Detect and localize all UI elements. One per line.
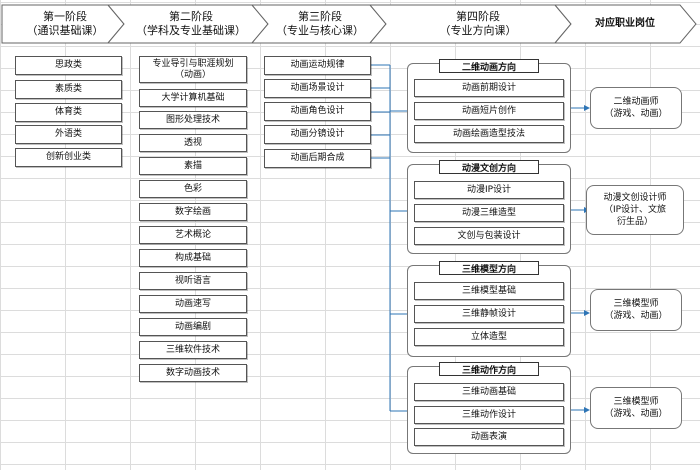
stage2-course: 大学计算机基础: [139, 89, 247, 107]
direction-course: 动画表演: [414, 428, 564, 446]
stage2-course: 专业导引与职涯规划 （动画）: [139, 56, 247, 83]
career-box: 三维模型师 （游戏、动画）: [590, 289, 682, 331]
stage2-header: 第二阶段 （学科及专业基础课）: [136, 10, 246, 37]
direction-course: 三维模型基础: [414, 282, 564, 300]
direction-course: 文创与包装设计: [414, 227, 564, 245]
direction-course: 动画短片创作: [414, 102, 564, 120]
stage3-course: 动画角色设计: [264, 102, 371, 121]
stage2-course: 艺术概论: [139, 226, 247, 244]
stage3-course: 动画场景设计: [264, 79, 371, 98]
stage2-course: 数字绘画: [139, 203, 247, 221]
stage3-course: 动画后期合成: [264, 149, 371, 168]
stage1-course: 创新创业类: [15, 148, 122, 167]
stage2-course: 数字动画技术: [139, 364, 247, 382]
direction-title: 二维动画方向: [439, 59, 539, 73]
stage2-course: 动画编剧: [139, 318, 247, 336]
stage2-course: 构成基础: [139, 249, 247, 267]
direction-title: 三维模型方向: [439, 261, 539, 275]
stage2-course: 动画速写: [139, 295, 247, 313]
stage2-course: 视听语言: [139, 272, 247, 290]
stage1-course: 外语类: [15, 125, 122, 144]
stage4-header: 第四阶段 （专业方向课）: [439, 10, 517, 37]
stage2-course: 素描: [139, 157, 247, 175]
direction-title: 三维动作方向: [439, 362, 539, 376]
stage2-course: 透视: [139, 134, 247, 152]
direction-course: 立体造型: [414, 328, 564, 346]
stage1-course: 素质类: [15, 80, 122, 99]
stage2-course: 图形处理技术: [139, 111, 247, 129]
career-box: 动漫文创设计师 （IP设计、文旅 衍生品）: [586, 185, 684, 235]
career-box: 二维动画师 （游戏、动画）: [590, 87, 682, 129]
direction-course: 三维动作设计: [414, 406, 564, 424]
direction-course: 动漫IP设计: [414, 181, 564, 199]
stage1-header: 第一阶段 （通识基础课）: [26, 10, 104, 37]
direction-course: 三维静帧设计: [414, 305, 564, 323]
stage3-course: 动画分镜设计: [264, 125, 371, 144]
careers-header: 对应职业岗位: [595, 18, 655, 29]
direction-course: 三维动画基础: [414, 383, 564, 401]
career-box: 三维模型师 （游戏、动画）: [590, 387, 682, 429]
stage3-course: 动画运动规律: [264, 56, 371, 75]
stage1-course: 思政类: [15, 56, 122, 75]
direction-title: 动漫文创方向: [439, 160, 539, 174]
stage3-header: 第三阶段 （专业与核心课）: [276, 10, 364, 37]
stage1-course: 体育类: [15, 103, 122, 122]
stage2-course: 色彩: [139, 180, 247, 198]
direction-course: 动画前期设计: [414, 79, 564, 97]
direction-course: 动漫三维造型: [414, 204, 564, 222]
direction-course: 动画绘画造型技法: [414, 125, 564, 143]
stage2-course: 三维软件技术: [139, 341, 247, 359]
